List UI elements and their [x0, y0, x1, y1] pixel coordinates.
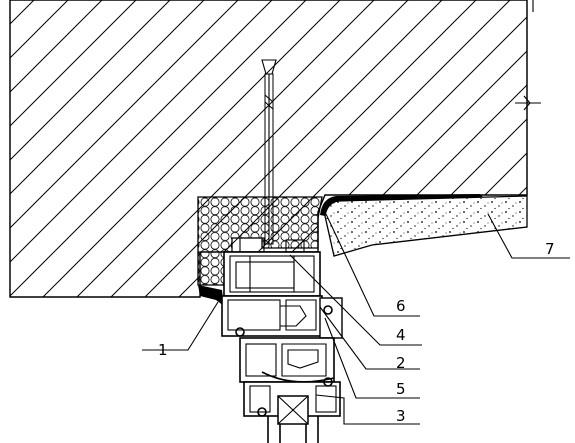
callout-7: 7 — [545, 240, 555, 258]
glazing-unit — [267, 395, 319, 443]
callout-1: 1 — [158, 341, 168, 359]
waterproof-membrane — [320, 194, 483, 216]
mortar-sill — [324, 195, 528, 257]
callout-5: 5 — [396, 380, 406, 398]
window-frame-profile — [221, 237, 343, 339]
level-symbol — [515, 95, 541, 111]
callout-3: 3 — [396, 407, 406, 425]
fixing-bolt — [261, 59, 277, 245]
leader-lines — [142, 213, 570, 425]
callout-6: 6 — [396, 297, 406, 315]
callout-2: 2 — [396, 354, 406, 372]
sealant-bead — [198, 285, 224, 306]
callout-4: 4 — [396, 326, 406, 344]
